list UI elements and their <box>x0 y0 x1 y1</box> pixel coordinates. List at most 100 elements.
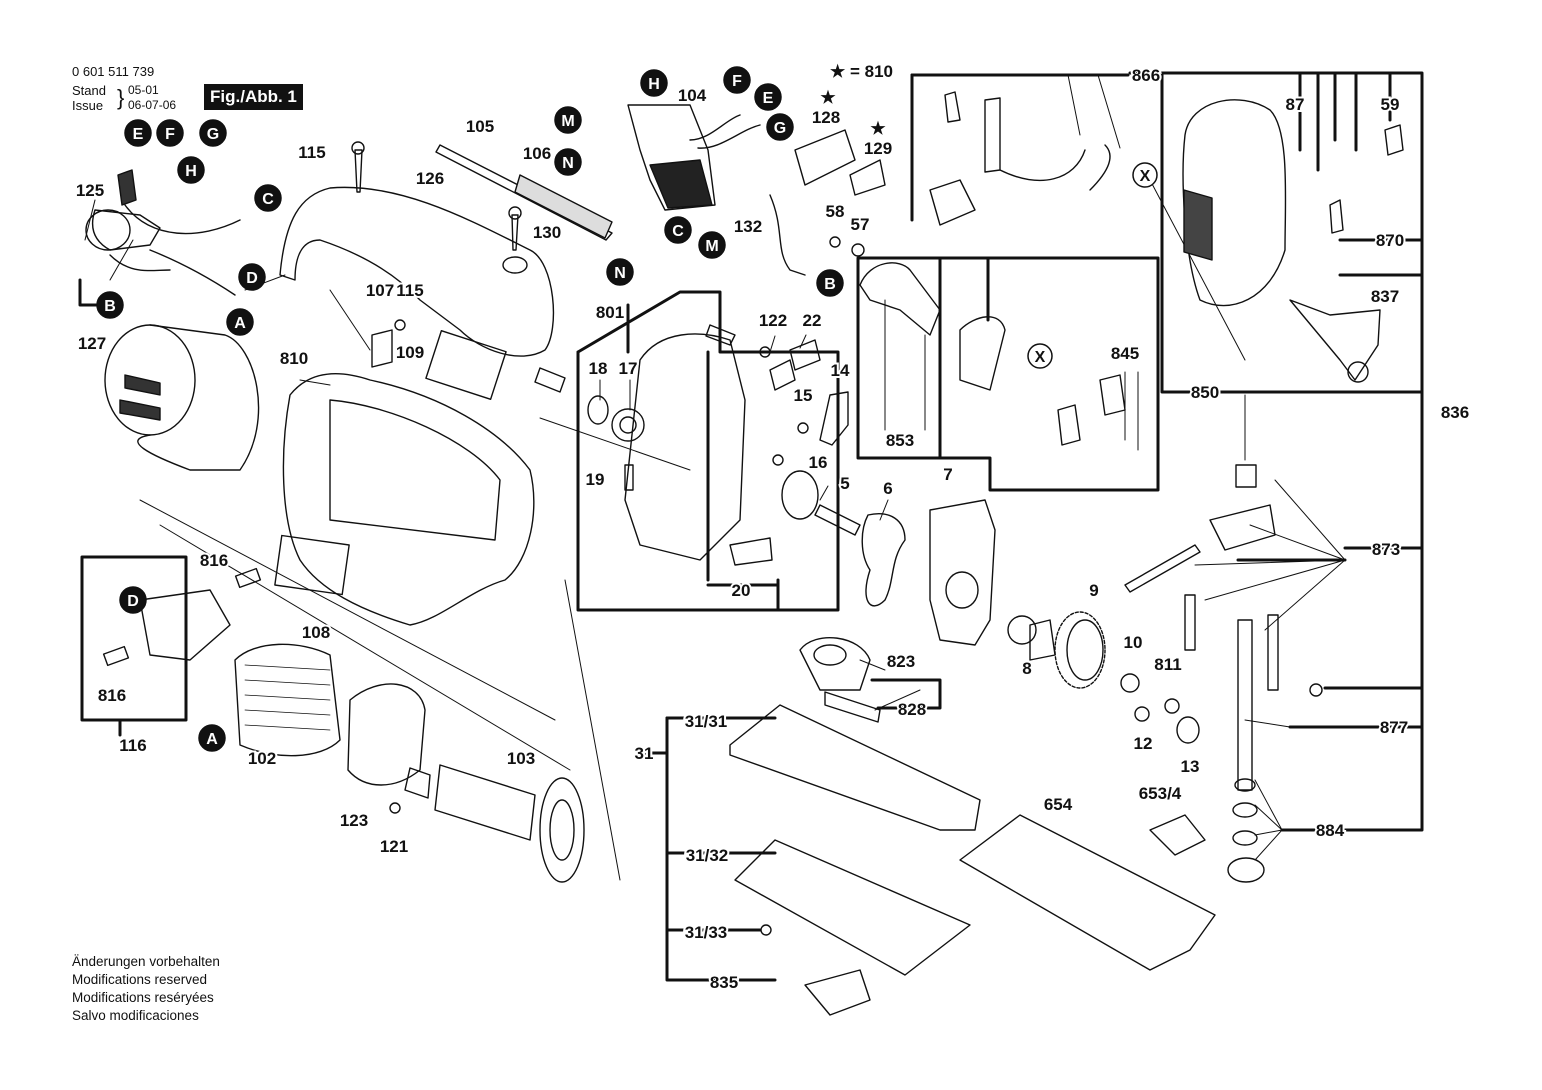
part-number-label: 866 <box>1132 66 1160 85</box>
callout-g: G <box>199 119 227 147</box>
callout-letter: D <box>127 593 139 610</box>
callout-a: A <box>198 724 226 752</box>
callout-letter: X <box>1035 349 1046 366</box>
part-number-label: 654 <box>1044 795 1073 814</box>
part-number-label: 129 <box>864 139 892 158</box>
callout-f: F <box>156 119 184 147</box>
part-number-label: 845 <box>1111 344 1139 363</box>
header-brace: } <box>117 85 125 110</box>
callout-letter: B <box>104 298 116 315</box>
part-number-label: 873 <box>1372 540 1400 559</box>
plate-109 <box>425 330 507 400</box>
callout-d: D <box>238 263 266 291</box>
part-number-label: 16 <box>809 453 828 472</box>
part-number-label: 13 <box>1181 757 1200 776</box>
part-number-label: 14 <box>831 361 850 380</box>
part-number-label: 5 <box>840 474 849 493</box>
star-note: ★ = 810 <box>830 62 893 81</box>
part-number-label: 31/31 <box>685 712 728 731</box>
callout-letter: G <box>774 120 786 137</box>
callout-letter: M <box>705 238 718 255</box>
callout-letter: X <box>1140 168 1151 185</box>
callout-e: E <box>124 119 152 147</box>
stand-value: 05-01 <box>128 83 159 97</box>
callout-b: B <box>96 291 124 319</box>
switch-104 <box>627 104 761 211</box>
callout-m: M <box>698 231 726 259</box>
cord-clips-866 <box>929 91 1111 226</box>
washer-12 <box>1134 706 1150 722</box>
part-number-label: 8 <box>1022 659 1031 678</box>
callout-letter: F <box>165 126 175 143</box>
callout-letter: N <box>562 155 574 172</box>
footnote-fr: Modifications reséryées <box>72 990 214 1005</box>
part-number-label: 31/32 <box>686 846 729 865</box>
callout-m: M <box>554 106 582 134</box>
part-number-label: 850 <box>1191 383 1219 402</box>
part-number-label: 810 <box>280 349 308 368</box>
part-number-label: 801 <box>596 303 624 322</box>
callout-h: H <box>640 69 668 97</box>
handle-126 <box>279 186 555 357</box>
callout-letter: H <box>185 163 197 180</box>
callout-letter: G <box>207 126 219 143</box>
part-number-label: 31 <box>635 744 654 763</box>
callout-letter: E <box>133 126 144 143</box>
part-number-label: 9 <box>1089 581 1098 600</box>
part-number-label: 828 <box>898 700 926 719</box>
part-number-label: 884 <box>1316 821 1345 840</box>
footnote-en: Modifications reserved <box>72 972 208 987</box>
wire-132 <box>769 194 806 276</box>
housing-810 <box>282 373 535 626</box>
part-number-label: 816 <box>98 686 126 705</box>
part-number-label: ★ <box>870 119 886 138</box>
footnote-de: Änderungen vorbehalten <box>72 954 220 969</box>
part-number-label: 6 <box>883 479 892 498</box>
callout-d: D <box>119 586 147 614</box>
part-653-4 <box>1149 814 1206 856</box>
part-number-label: 102 <box>248 749 276 768</box>
base-plate-31-32 <box>734 839 971 976</box>
callout-g: G <box>766 113 794 141</box>
screws <box>351 124 1404 814</box>
part-number-label: 115 <box>396 281 423 300</box>
part-number-label: 126 <box>416 169 444 188</box>
part-number-label: 107 <box>366 281 394 300</box>
stand-label: Stand <box>72 83 106 98</box>
brush-holder-816 <box>102 567 262 667</box>
figure-label: Fig./Abb. 1 <box>204 84 303 110</box>
callout-x: X <box>1132 162 1158 188</box>
callout-letter: F <box>732 73 742 90</box>
callout-b: B <box>816 269 844 297</box>
base-31-31 <box>729 636 981 831</box>
callout-e: E <box>754 83 782 111</box>
part-number-label: 103 <box>507 749 535 768</box>
issue-value: 06-07-06 <box>128 98 177 112</box>
callout-c: C <box>254 184 282 212</box>
part-number-label: 836 <box>1441 403 1469 422</box>
callout-h: H <box>177 156 205 184</box>
part-number-label: 132 <box>734 217 762 236</box>
part-number-label: 127 <box>78 334 106 353</box>
part-number-label: 853 <box>886 431 914 450</box>
part-number-label: 18 <box>589 359 608 378</box>
part-number-label: 823 <box>887 652 915 671</box>
armature-103 <box>404 764 585 883</box>
rod-105 <box>435 144 613 241</box>
part-number-label: 130 <box>533 223 561 242</box>
part-number-label: 15 <box>794 386 813 405</box>
gear-housing-801 <box>534 324 746 561</box>
callout-n: N <box>606 258 634 286</box>
part-number-label: 12 <box>1134 734 1153 753</box>
switch-assembly-left <box>85 169 241 296</box>
gear-9 <box>1029 611 1106 689</box>
part-number-label: 116 <box>119 736 146 755</box>
part-number-label: 59 <box>1381 95 1400 114</box>
part-number-label: 19 <box>586 470 605 489</box>
footnote-es: Salvo modificaciones <box>72 1008 199 1023</box>
part-number-label: 816 <box>200 551 228 570</box>
part-number-label: 122 <box>759 311 787 330</box>
callout-letter: A <box>234 315 246 332</box>
callout-n: N <box>554 148 582 176</box>
plunger-assembly <box>1124 464 1279 883</box>
